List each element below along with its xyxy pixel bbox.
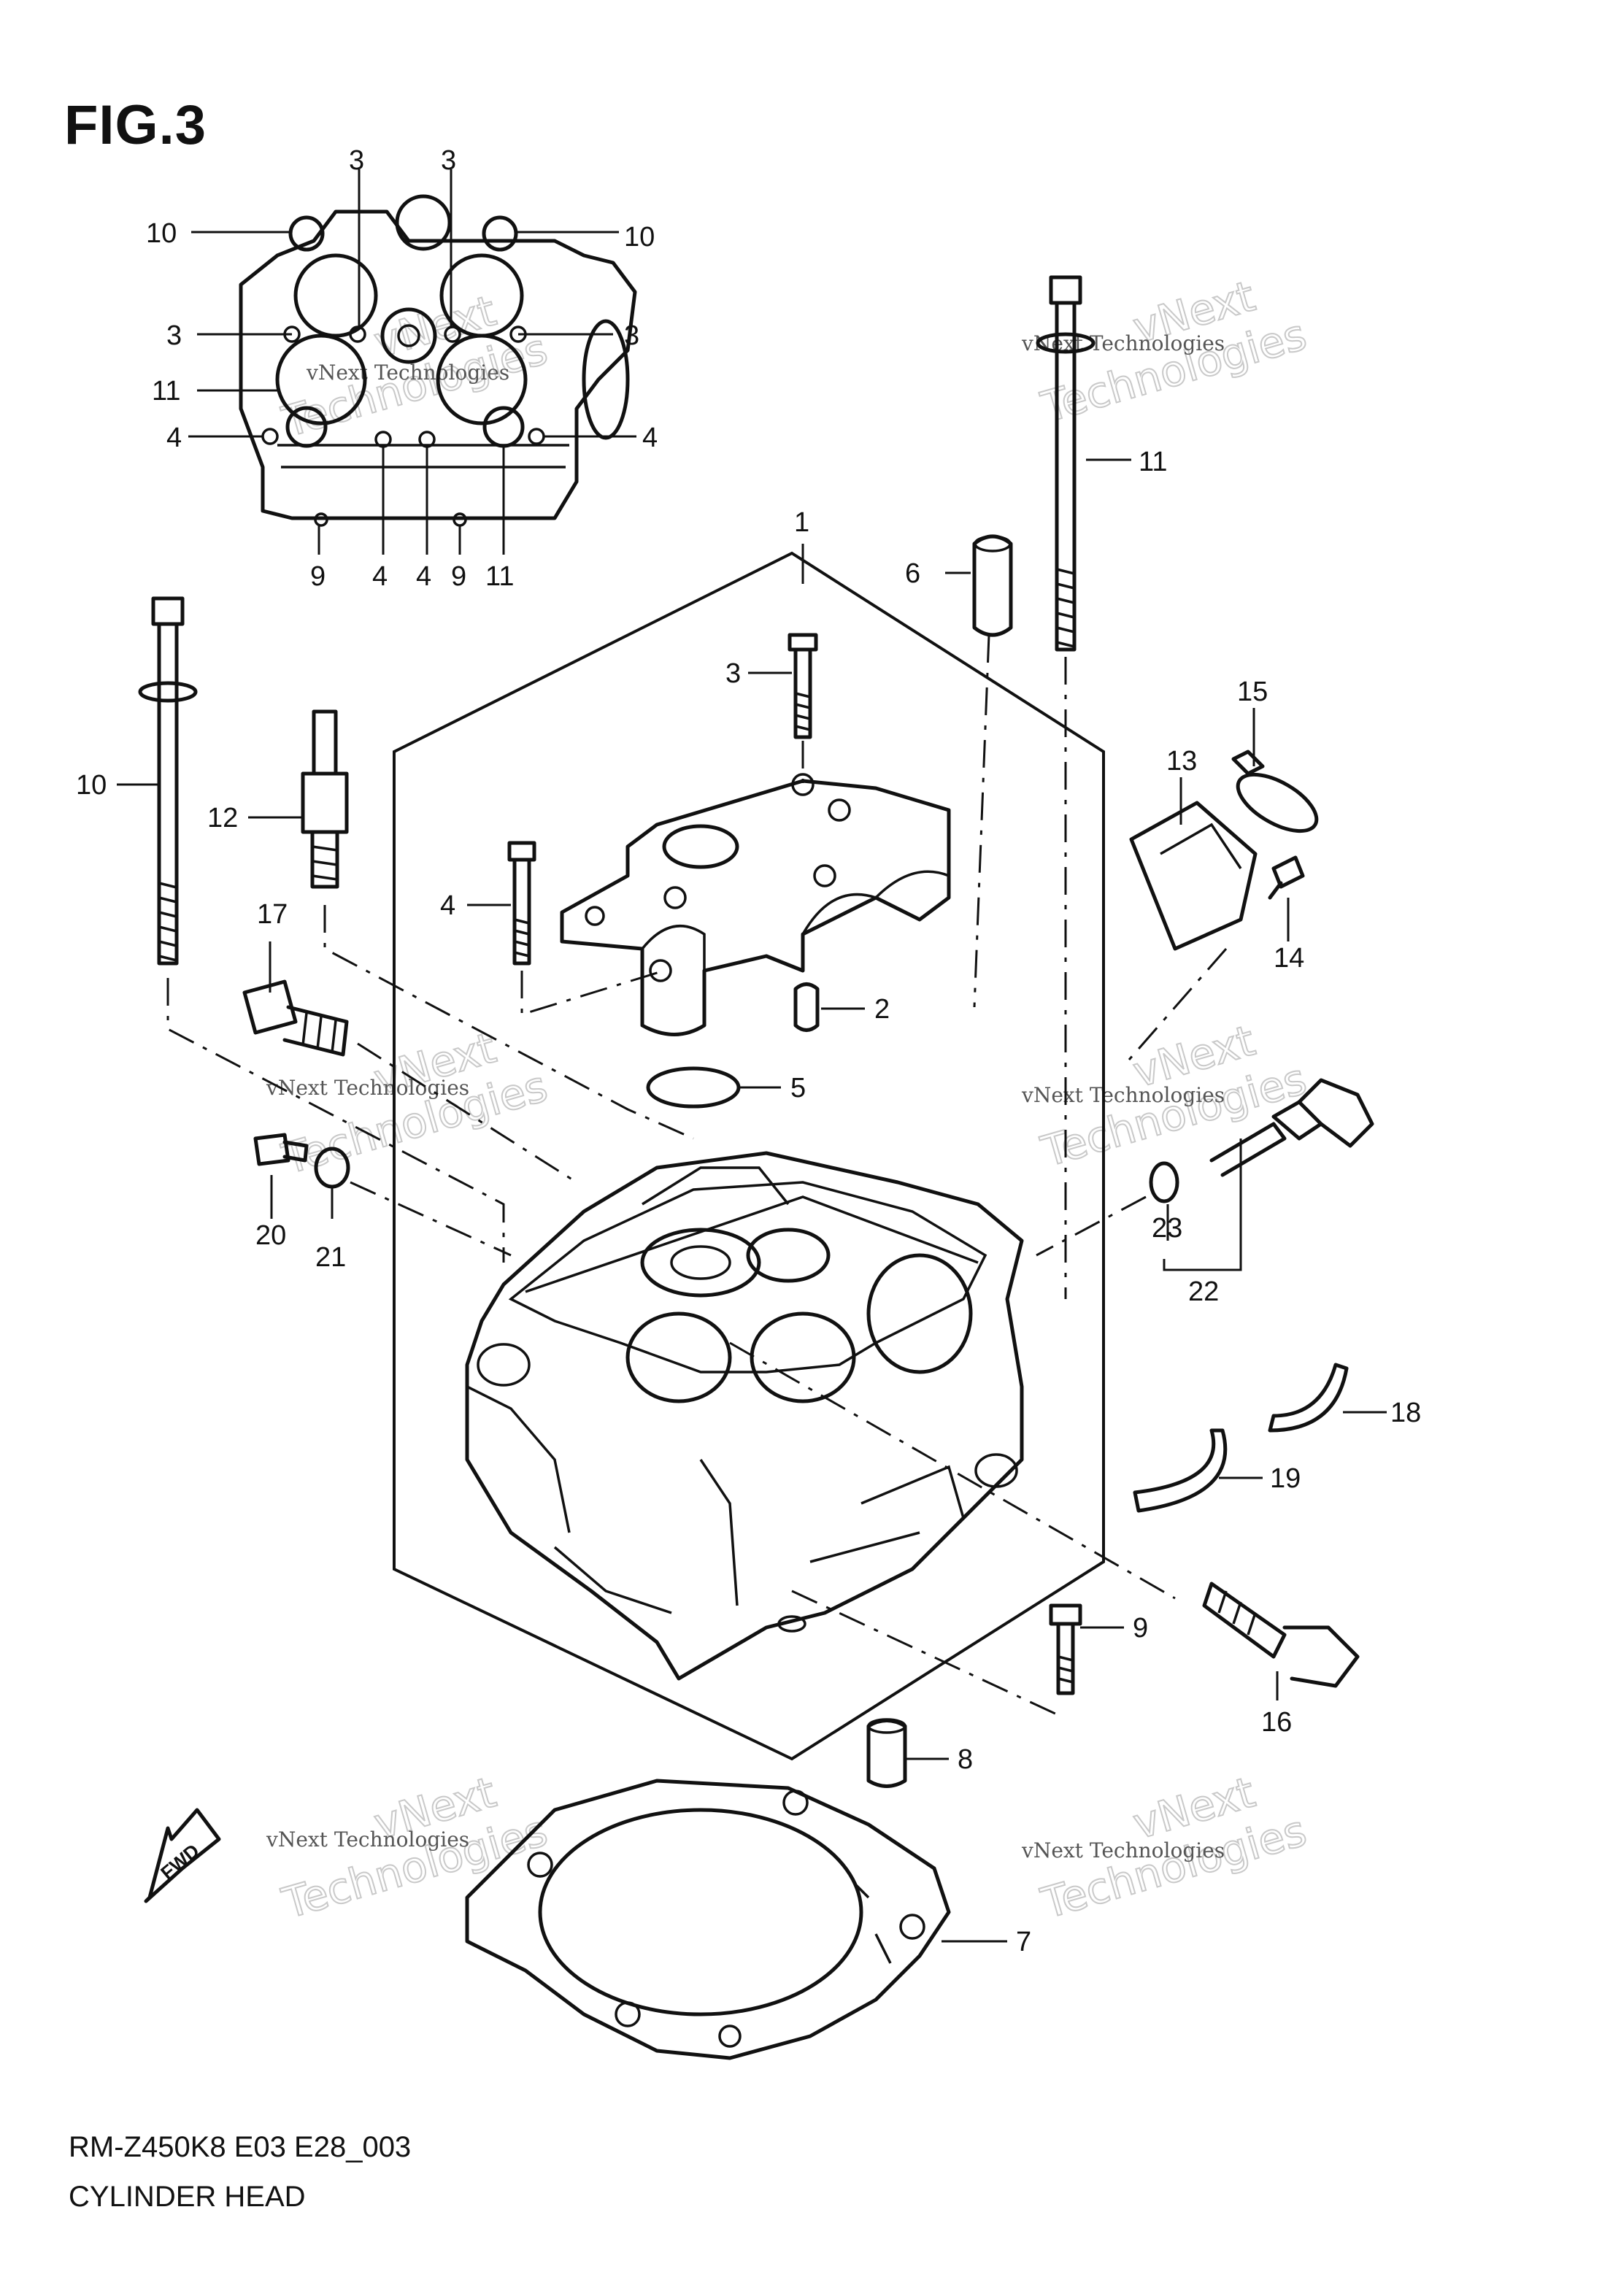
bolt-16 (1202, 1582, 1360, 1688)
leader-dash (350, 1181, 512, 1257)
callout-4: 4 (642, 423, 658, 453)
callout-11: 11 (152, 376, 180, 407)
callout-4: 4 (416, 561, 431, 592)
callout-3: 3 (624, 320, 639, 351)
callout-10: 10 (146, 218, 177, 249)
callout-7: 7 (1016, 1927, 1031, 1957)
callout-labels: 3 3 10 10 3 3 11 4 4 9 4 4 9 11 1 6 11 3… (76, 145, 1421, 1957)
o-ring-23 (1149, 1161, 1179, 1203)
callout-5: 5 (790, 1073, 806, 1103)
head-gasket-7 (465, 1779, 951, 2060)
head-top-view (239, 194, 637, 527)
cylinder-head (465, 1151, 1024, 1681)
callout-19: 19 (1270, 1463, 1301, 1494)
inset-leaders (188, 169, 636, 555)
long-bolt-11 (1036, 275, 1096, 1299)
leader-dash (1036, 1195, 1147, 1257)
watermark-text: vNext Technologies (266, 1076, 469, 1100)
intake-pipe-13 (1123, 801, 1258, 1066)
callout-18: 18 (1390, 1398, 1421, 1428)
callout-3: 3 (349, 145, 364, 176)
callout-6: 6 (905, 558, 920, 589)
figure-title: FIG.3 (64, 94, 207, 156)
washer-21 (314, 1147, 350, 1189)
retainer-18 (1268, 1363, 1349, 1433)
clamp-15 (1231, 750, 1319, 833)
callout-15: 15 (1237, 677, 1268, 707)
bolt-20 (253, 1133, 309, 1166)
o-ring-5 (646, 1066, 741, 1109)
callout-10: 10 (624, 222, 655, 253)
callout-13: 13 (1166, 746, 1197, 777)
main-leaders (117, 458, 1387, 1943)
model-code: RM-Z450K8 E03 E28_003 (69, 2131, 412, 2163)
callout-14: 14 (1274, 943, 1304, 974)
spark-plug-12 (301, 709, 694, 1140)
sleeve-6 (972, 534, 1013, 1008)
bolt-9 (1049, 1603, 1082, 1695)
callout-4: 4 (372, 561, 388, 592)
callout-3: 3 (441, 145, 456, 176)
dowel-pin-8 (866, 1718, 907, 1788)
watermark-group: vNext Technologies vNext Technologies vN… (266, 270, 1312, 1929)
callout-23: 23 (1152, 1213, 1182, 1244)
callout-1: 1 (794, 507, 809, 538)
watermark-text: vNext Technologies (1021, 1838, 1225, 1862)
leader-dash (791, 1590, 1059, 1717)
leader-dash (729, 1341, 1176, 1600)
callout-9: 9 (451, 561, 466, 592)
callout-11: 11 (485, 561, 514, 592)
callout-21: 21 (315, 1242, 346, 1273)
callout-2: 2 (874, 994, 890, 1025)
fwd-arrow-badge: FWD (144, 1808, 221, 1903)
retainer-19 (1133, 1428, 1228, 1513)
assembly-box (393, 551, 1105, 1761)
callout-20: 20 (255, 1220, 286, 1251)
section-title: CYLINDER HEAD (69, 2181, 306, 2213)
sensor-22 (1209, 1078, 1374, 1177)
callout-3: 3 (725, 658, 741, 689)
dowel-pin-2 (793, 982, 820, 1032)
bolt-4 (507, 841, 665, 1017)
callout-10: 10 (76, 770, 107, 801)
bolt-17 (242, 979, 577, 1184)
callout-8: 8 (958, 1744, 973, 1775)
callout-4: 4 (440, 890, 455, 921)
callout-22: 22 (1188, 1276, 1219, 1307)
watermark-text: vNext Technologies (266, 1827, 469, 1852)
callout-12: 12 (207, 803, 238, 833)
callout-3: 3 (166, 320, 182, 351)
long-bolt-10 (138, 596, 505, 1263)
callout-9: 9 (310, 561, 326, 592)
watermark-text: vNext Technologies (1021, 1083, 1225, 1107)
callout-16: 16 (1261, 1707, 1292, 1738)
camshaft-holder (560, 773, 951, 1036)
callout-4: 4 (166, 423, 182, 453)
callout-11: 11 (1139, 447, 1167, 477)
callout-9: 9 (1133, 1613, 1148, 1644)
callout-17: 17 (257, 899, 288, 930)
bolt-3 (788, 633, 818, 785)
screw-14 (1268, 855, 1305, 900)
watermark-text: vNext Technologies (306, 361, 509, 385)
